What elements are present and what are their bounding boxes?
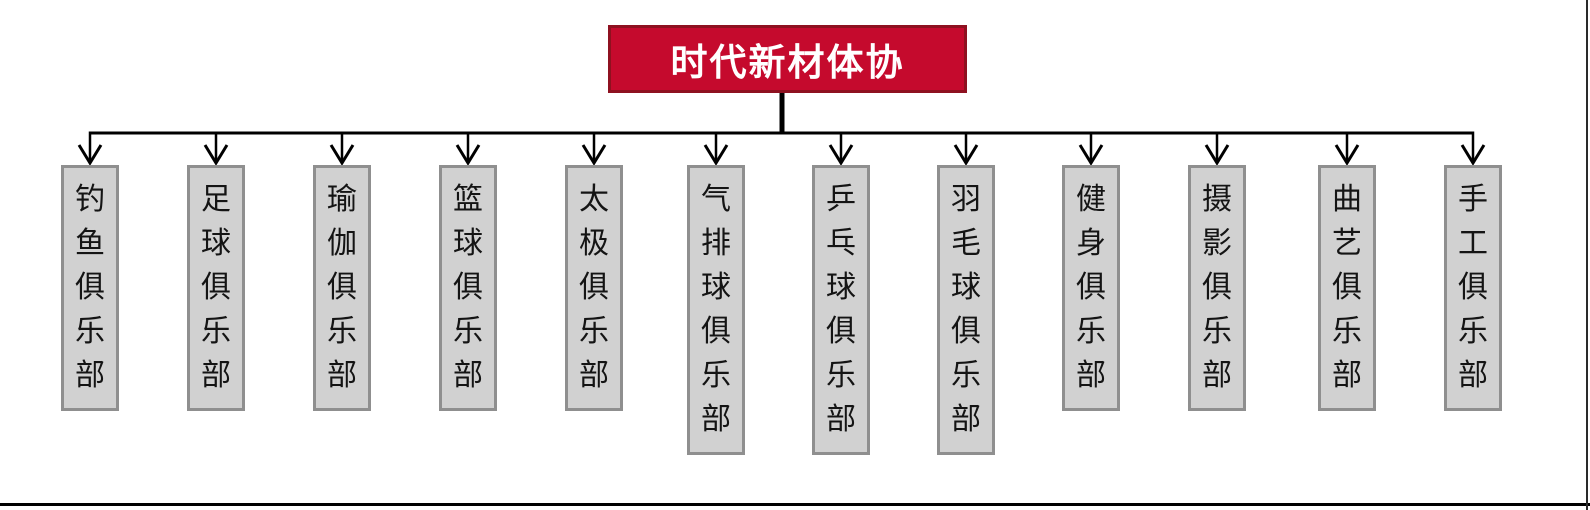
child-node-label: 气排球俱乐部 [701,183,731,436]
child-node: 曲艺俱乐部 [1318,165,1376,411]
root-node: 时代新材体协 [608,25,967,93]
bottom-border-line [0,503,1590,506]
child-node-label: 钓鱼俱乐部 [75,183,105,392]
child-node: 足球俱乐部 [187,165,245,411]
child-node: 摄影俱乐部 [1188,165,1246,411]
child-node-label: 摄影俱乐部 [1202,183,1232,392]
child-node-label: 手工俱乐部 [1458,183,1488,392]
child-node: 钓鱼俱乐部 [61,165,119,411]
child-node: 太极俱乐部 [565,165,623,411]
child-node: 手工俱乐部 [1444,165,1502,411]
child-node: 瑜伽俱乐部 [313,165,371,411]
child-node: 乒乓球俱乐部 [812,165,870,455]
root-node-label: 时代新材体协 [670,42,905,83]
child-node-label: 乒乓球俱乐部 [826,183,856,436]
child-node: 健身俱乐部 [1062,165,1120,411]
child-node-label: 羽毛球俱乐部 [951,183,981,436]
child-node-label: 瑜伽俱乐部 [327,183,357,392]
child-node-label: 太极俱乐部 [579,183,609,392]
child-node-label: 曲艺俱乐部 [1332,183,1362,392]
right-border-line [1586,0,1588,510]
child-node: 羽毛球俱乐部 [937,165,995,455]
child-node-label: 篮球俱乐部 [453,183,483,392]
child-node-label: 足球俱乐部 [201,183,231,392]
child-node: 篮球俱乐部 [439,165,497,411]
child-node-label: 健身俱乐部 [1076,183,1106,392]
child-node: 气排球俱乐部 [687,165,745,455]
